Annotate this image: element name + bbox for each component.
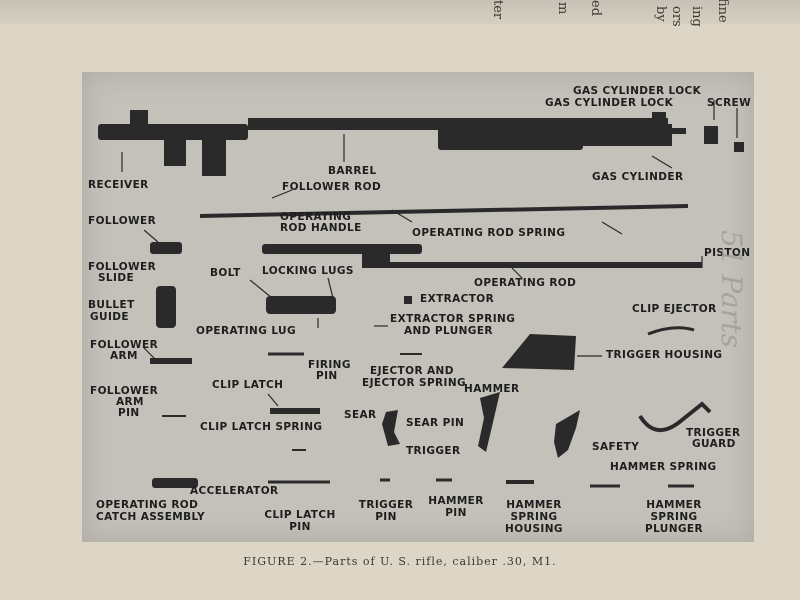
screw-part (734, 142, 744, 152)
label-trigger-pin-2: PIN (375, 511, 397, 523)
label-operating-rod: OPERATING ROD (474, 277, 577, 289)
label-gas-cylinder-lock: GAS CYLINDER LOCK (545, 97, 674, 109)
label-operating-rod-handle-2: ROD HANDLE (280, 222, 362, 234)
label-bullet-guide-2: GUIDE (90, 311, 129, 323)
label-follower-slide-2: SLIDE (97, 272, 135, 284)
label-trigger-guard-1: TRIGGER (686, 427, 741, 439)
text-fragment: ter (490, 0, 505, 20)
label-ejector-2: EJECTOR SPRING (362, 377, 467, 389)
label-firing-pin-2: PIN (316, 370, 338, 382)
gas-cylinder-lock-part (704, 126, 718, 144)
receiver-part (98, 110, 248, 176)
label-trigger: TRIGGER (406, 445, 461, 457)
label-accelerator: ACCELERATOR (190, 485, 279, 497)
hammer-part (478, 392, 500, 452)
label-hammer-pin-2: PIN (445, 507, 467, 519)
label-firing-pin-1: FIRING (308, 359, 351, 371)
label-clip-latch-spring: CLIP LATCH SPRING (200, 421, 323, 433)
label-bolt: BOLT (210, 267, 241, 279)
label-bullet-guide-1: BULLET (88, 299, 135, 311)
operating-rod-catch-part (152, 478, 198, 488)
label-trigger-guard-2: GUARD (692, 438, 736, 450)
figure-plate: GAS CYLINDER LOCK GAS CYLINDER LOCK SCRE… (82, 72, 754, 542)
handwritten-note: 51 Parts (715, 230, 748, 348)
label-follower-slide-1: FOLLOWER (88, 261, 157, 273)
label-follower-arm-1: FOLLOWER (90, 339, 159, 351)
follower-rod-part (199, 189, 689, 235)
label-ejector-1: EJECTOR AND (370, 365, 454, 377)
text-fragment: ing (689, 6, 704, 27)
barrel-part (248, 118, 668, 150)
label-gas-cylinder-lock-screw: GAS CYLINDER LOCK (573, 85, 702, 97)
label-hammer: HAMMER (464, 383, 520, 395)
extractor-part (404, 296, 412, 304)
label-trigger-housing: TRIGGER HOUSING (606, 349, 723, 361)
label-clip-latch-pin-1: CLIP LATCH (264, 509, 336, 521)
bullet-guide-part (156, 286, 176, 328)
label-follower-arm-pin-1: FOLLOWER (90, 385, 159, 397)
label-clip-latch: CLIP LATCH (212, 379, 284, 391)
label-op-rod-catch-1: OPERATING ROD (96, 499, 199, 511)
label-follower-arm-pin-3: PIN (118, 407, 140, 419)
label-clip-latch-pin-2: PIN (289, 521, 311, 533)
label-operating-lug: OPERATING LUG (196, 325, 296, 337)
follower-arm-part (150, 358, 192, 364)
bolt-part (249, 277, 336, 328)
operating-rod-part (262, 244, 703, 279)
text-fragment: fine (715, 0, 730, 23)
label-hammer-pin-1: HAMMER (428, 495, 484, 507)
label-operating-rod-handle-1: OPERATING (280, 211, 352, 223)
label-gas-cylinder: GAS CYLINDER (592, 171, 684, 183)
label-follower: FOLLOWER (88, 215, 157, 227)
text-fragment: by (653, 6, 668, 22)
label-follower-arm-2: ARM (110, 350, 138, 362)
figure-caption: FIGURE 2.—Parts of U. S. rifle, caliber … (243, 555, 557, 568)
clip-latch-part (270, 408, 320, 414)
label-extractor-spring-1: EXTRACTOR SPRING (390, 313, 516, 325)
label-op-rod-catch-2: CATCH ASSEMBLY (96, 511, 205, 523)
follower-part (150, 242, 182, 254)
safety-part (554, 410, 580, 458)
trigger-guard-part (638, 401, 712, 432)
label-follower-arm-pin-2: ARM (116, 396, 144, 408)
label-extractor-spring-2: AND PLUNGER (404, 325, 493, 337)
label-hammer-spring-plunger-1: HAMMER (646, 499, 702, 511)
trigger-housing-part (502, 334, 602, 370)
label-screw: SCREW (707, 97, 752, 109)
label-trigger-pin-1: TRIGGER (358, 499, 414, 511)
label-operating-rod-spring: OPERATING ROD SPRING (412, 227, 566, 239)
text-fragment: m (555, 2, 570, 15)
rifle-parts-drawing (98, 100, 744, 488)
label-safety: SAFETY (592, 441, 640, 453)
clip-ejector-part (647, 326, 695, 336)
label-receiver: RECEIVER (88, 179, 149, 191)
label-follower-rod: FOLLOWER ROD (282, 181, 382, 193)
label-hammer-spring-housing-1: HAMMER (506, 499, 562, 511)
label-piston: PISTON (704, 247, 751, 259)
label-hammer-spring-housing-2: SPRING (510, 511, 558, 523)
label-sear-pin: SEAR PIN (406, 417, 465, 429)
label-sear: SEAR (344, 409, 377, 421)
label-barrel: BARREL (328, 165, 377, 177)
text-fragment: ors (669, 6, 684, 27)
trigger-part (382, 410, 400, 446)
label-locking-lugs: LOCKING LUGS (262, 265, 354, 277)
label-hammer-spring-plunger-2: SPRING (650, 511, 698, 523)
text-fragment: ed (588, 0, 603, 17)
gas-cylinder-part (582, 112, 686, 146)
label-hammer-spring-housing-3: HOUSING (505, 523, 563, 535)
label-extractor: EXTRACTOR (420, 293, 495, 305)
label-clip-ejector: CLIP EJECTOR (632, 303, 717, 315)
label-hammer-spring-plunger-3: PLUNGER (644, 523, 703, 535)
label-hammer-spring: HAMMER SPRING (610, 461, 717, 473)
